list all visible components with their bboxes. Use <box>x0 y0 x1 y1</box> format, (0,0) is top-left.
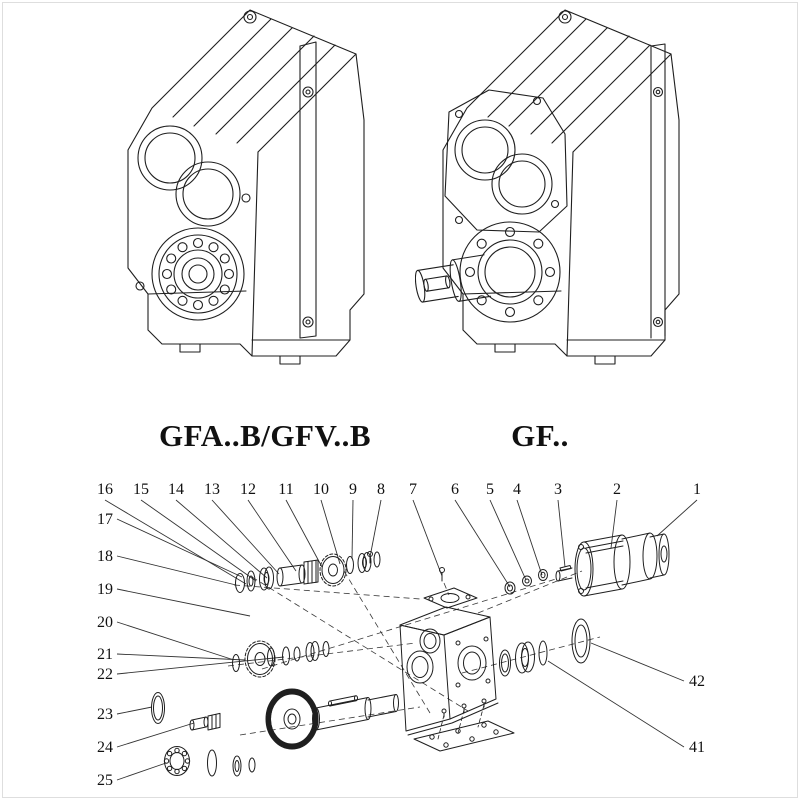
output-shaft <box>414 254 492 303</box>
input-shaft-parts <box>235 551 381 593</box>
part-number: 1 <box>693 481 701 498</box>
part-number: 17 <box>97 511 113 528</box>
part-number: 18 <box>97 548 113 565</box>
gearbox-gfab-svg <box>127 9 365 365</box>
output-bearing-bore <box>151 227 245 321</box>
part-number: 7 <box>409 481 417 498</box>
gearbox-drawing-gfab <box>100 0 400 400</box>
model-label-gfab-gfvb: GFA..B/GFV..B <box>158 418 372 453</box>
leader-lines <box>104 499 698 781</box>
part-number: 24 <box>97 739 113 756</box>
top-ribs <box>487 18 672 357</box>
part-number: 5 <box>486 481 494 498</box>
part-number: 9 <box>349 481 357 498</box>
base-feet <box>462 290 666 365</box>
part-number: 16 <box>97 481 113 498</box>
part-number: 19 <box>97 581 113 598</box>
top-ribs <box>172 18 357 357</box>
part-number: 12 <box>240 481 256 498</box>
housing-silhouette <box>127 9 365 357</box>
base-feet <box>147 290 351 365</box>
model-label-gf: GF.. <box>511 418 569 453</box>
input-drive-unit <box>555 532 670 597</box>
part-number: 41 <box>689 739 705 756</box>
part-number: 6 <box>451 481 459 498</box>
part-number: 22 <box>97 666 113 683</box>
output-seal-rings <box>499 618 591 677</box>
cover-plate <box>413 698 515 752</box>
housing-silhouette <box>442 9 680 357</box>
part-number: 2 <box>613 481 621 498</box>
exploded-parts-diagram: 16 15 14 13 12 11 10 9 8 7 6 5 4 3 2 1 1… <box>0 467 800 800</box>
pinion-shaft-small <box>189 712 221 731</box>
part-number: 15 <box>133 481 149 498</box>
output-flange <box>459 221 561 323</box>
output-bearing <box>163 746 256 777</box>
callout-numbers-right: 42 41 <box>689 673 705 756</box>
part-number: 25 <box>97 772 113 789</box>
part-number: 14 <box>168 481 184 498</box>
gearbox-gf-svg <box>414 9 680 365</box>
seal-ring-large <box>151 692 165 724</box>
side-panel-strap <box>650 43 666 339</box>
part-number: 11 <box>278 481 293 498</box>
part-number: 8 <box>377 481 385 498</box>
callout-numbers-left: 17 18 19 20 21 22 23 24 25 <box>97 511 113 789</box>
input-flange <box>444 89 568 233</box>
part-number: 13 <box>204 481 220 498</box>
input-bores <box>135 125 251 291</box>
part-number: 4 <box>513 481 521 498</box>
part-number: 23 <box>97 706 113 723</box>
part-number: 3 <box>554 481 562 498</box>
part-number: 20 <box>97 614 113 631</box>
gear-housing <box>399 587 499 736</box>
intermediate-gear-parts <box>232 640 330 678</box>
part-number: 10 <box>313 481 329 498</box>
callout-numbers-top: 16 15 14 13 12 11 10 9 8 7 6 5 4 3 2 1 <box>97 481 701 498</box>
part-number: 21 <box>97 646 113 663</box>
output-gear-shaft <box>265 688 399 750</box>
fastener-parts <box>439 565 572 595</box>
gearbox-drawing-gf <box>414 0 715 400</box>
part-number: 42 <box>689 673 705 690</box>
side-panel-strap <box>299 41 317 339</box>
exploded-svg: 16 15 14 13 12 11 10 9 8 7 6 5 4 3 2 1 1… <box>97 481 705 789</box>
